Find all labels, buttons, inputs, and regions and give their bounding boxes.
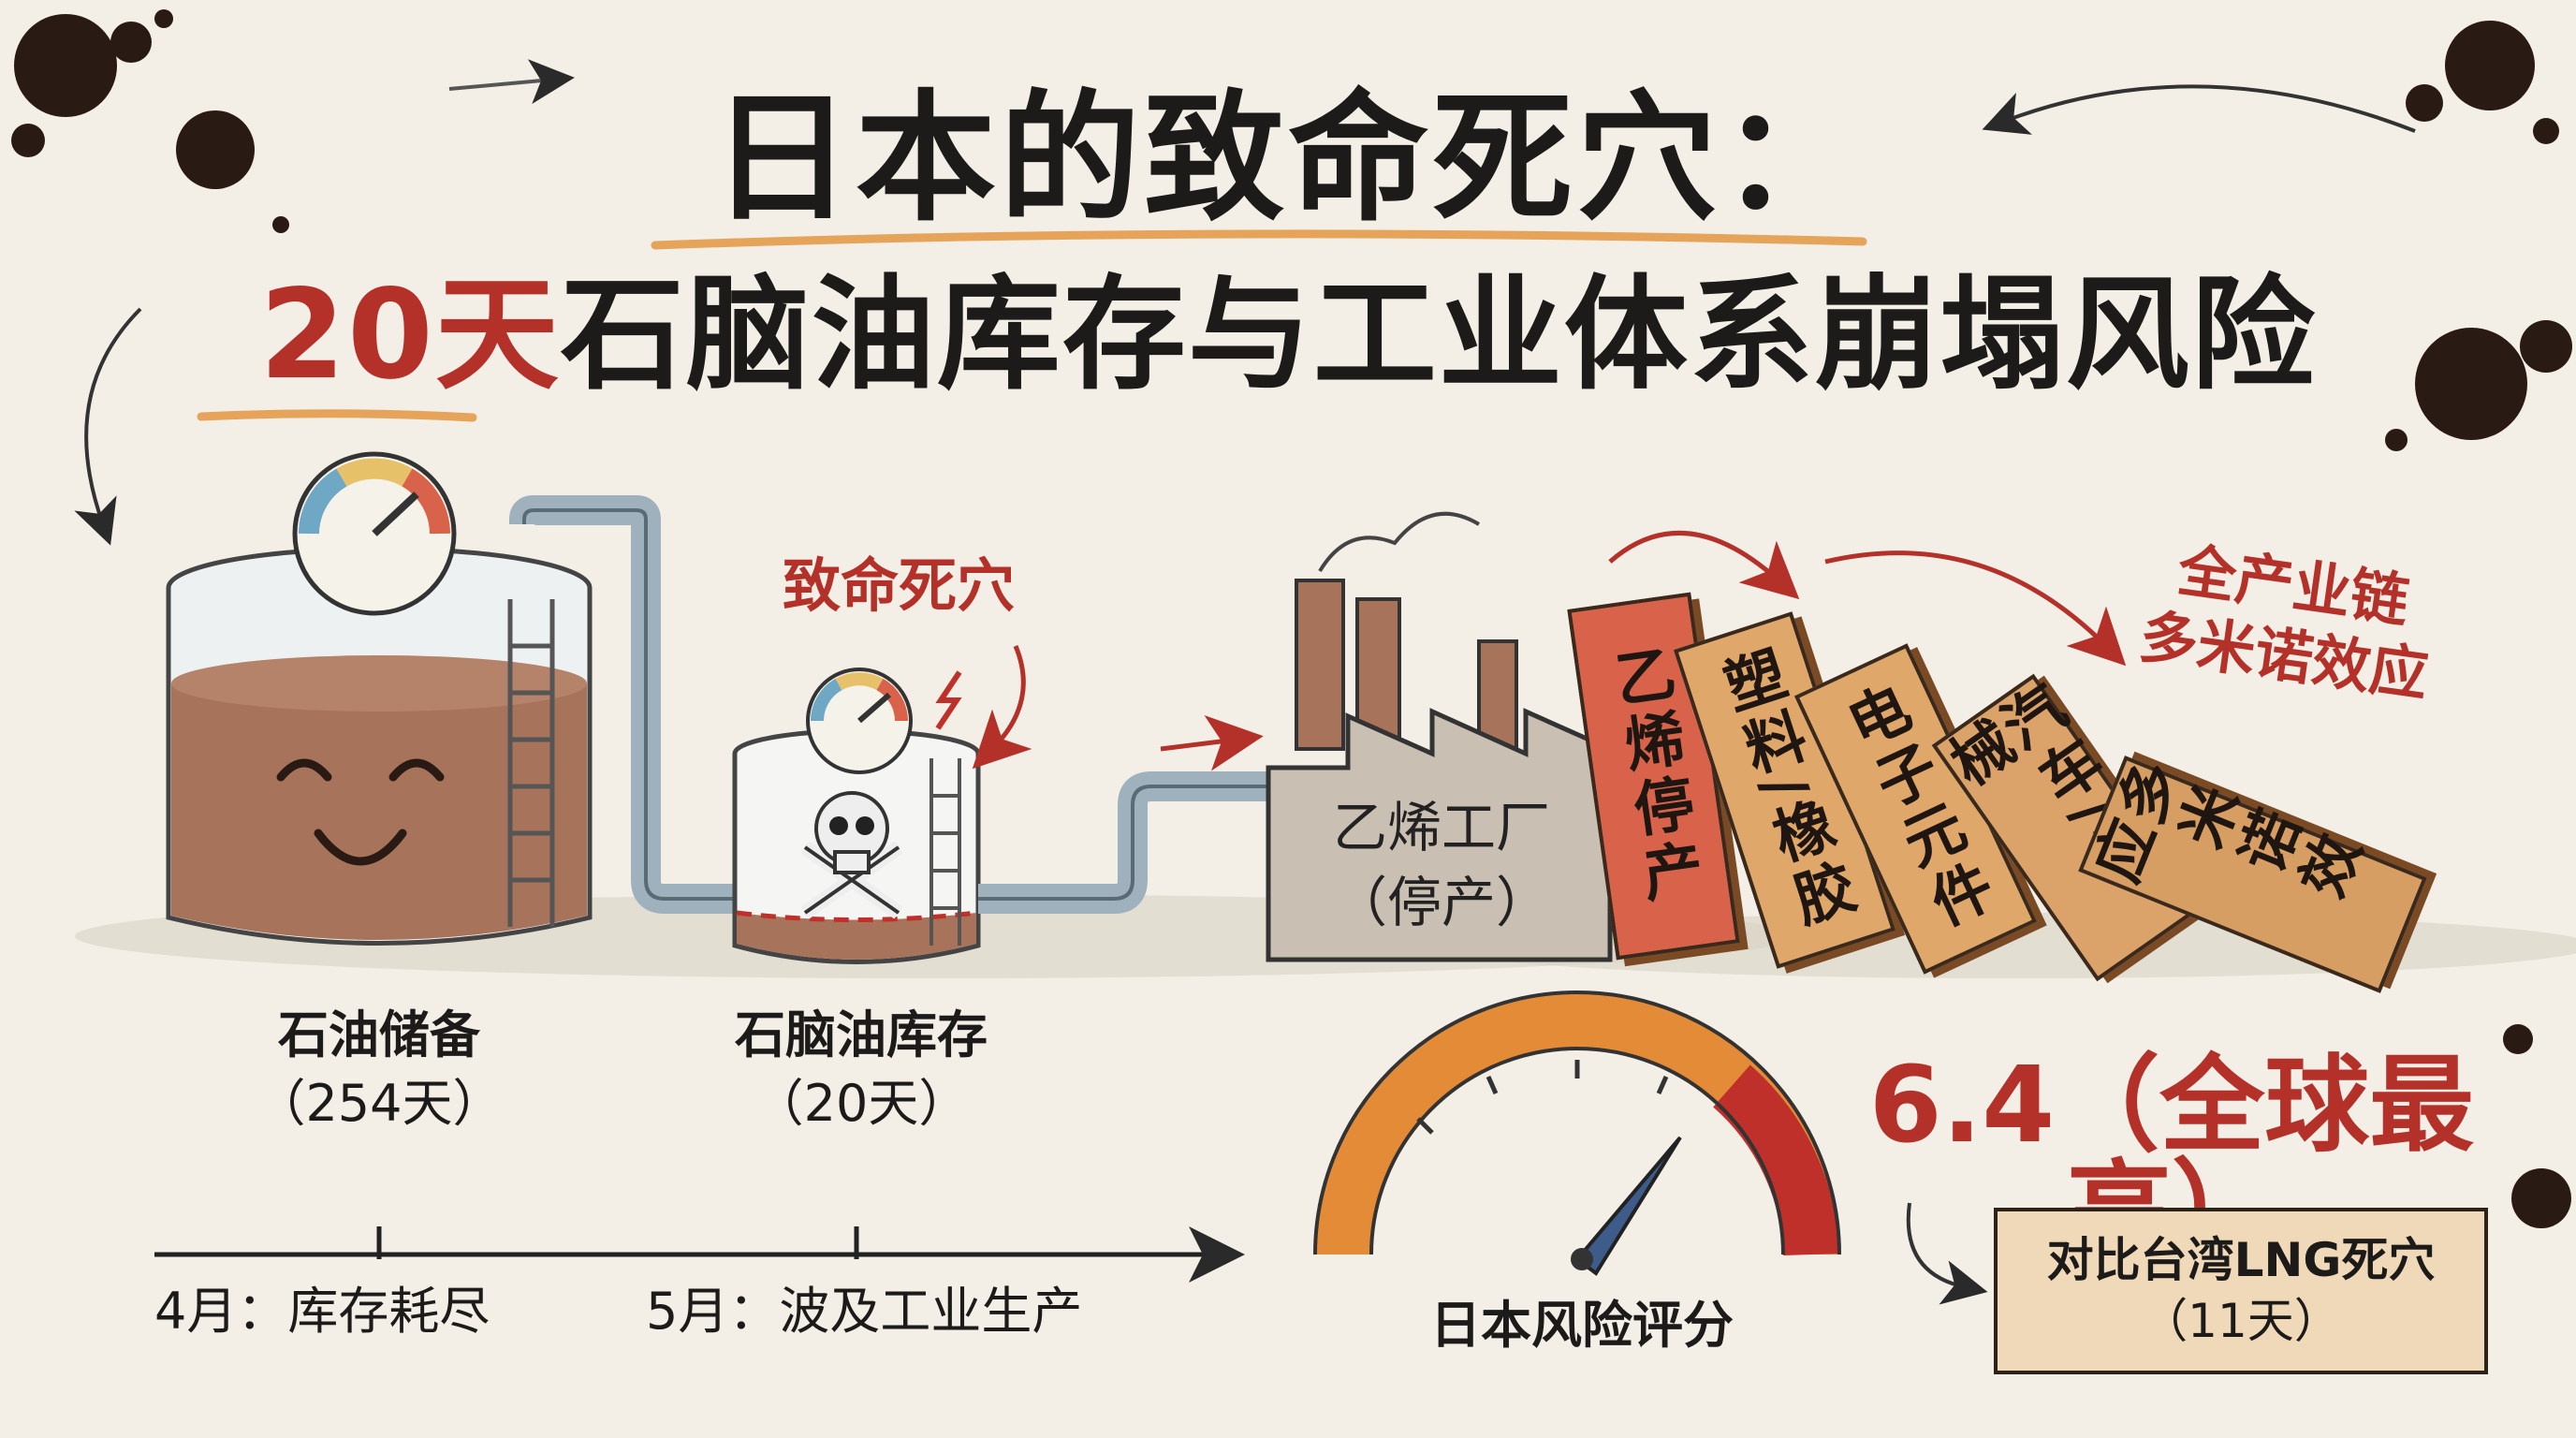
ethylene-factory <box>1266 511 1613 962</box>
domino-arrow-2 <box>1824 550 2127 667</box>
naphtha-stock-label: 石脑油库存 <box>735 1005 988 1064</box>
oil-reserve-label: 石油储备 <box>278 1005 480 1064</box>
subtitle-highlight-days: 20天 <box>259 263 561 407</box>
oil-reserve-days: （254天） <box>255 1074 504 1133</box>
domino-arrow-1 <box>1608 531 1800 600</box>
sketch-arrow-top-right <box>1982 84 2416 135</box>
taiwan-comparison-box: 对比台湾LNG死穴 （11天） <box>1994 1208 2488 1374</box>
risk-score-gauge <box>1313 990 1841 1276</box>
page-title: 日本的致命死穴： <box>710 78 1865 241</box>
skull-crossbones-icon <box>800 791 903 919</box>
pipe-oil-to-naphtha <box>509 495 739 914</box>
taiwan-comparison-title: 对比台湾LNG死穴 <box>2046 1233 2436 1287</box>
ink-splatter-bottom-right <box>2503 1024 2571 1228</box>
page-subtitle: 20天石脑油库存与工业体系崩塌风险 <box>0 273 2576 397</box>
sketch-arrow-left-curve <box>74 307 142 546</box>
risk-score-caption: 日本风险评分 <box>1430 1296 1734 1355</box>
lightning-icon <box>935 670 962 730</box>
fatal-note-arrow <box>972 645 1032 770</box>
title-underline <box>651 229 1867 250</box>
factory-status: （停产） <box>1332 871 1550 934</box>
score-arrow <box>1906 1202 1988 1305</box>
ink-splatter-top-left <box>11 9 289 233</box>
taiwan-comparison-days: （11天） <box>2141 1294 2341 1348</box>
naphtha-stock-days: （20天） <box>753 1074 970 1133</box>
timeline-april: 4月：库存耗尽 <box>154 1282 490 1341</box>
subtitle-rest: 石脑油库存与工业体系崩塌风险 <box>560 263 2317 407</box>
flow-arrow-to-factory <box>1160 714 1264 771</box>
ink-splatter-top-right <box>2385 21 2572 451</box>
factory-name: 乙烯工厂 <box>1332 796 1550 859</box>
subtitle-underline <box>197 409 477 422</box>
pipe-naphtha-to-factory <box>978 771 1273 914</box>
oil-tank-gauge-icon <box>292 451 457 616</box>
oil-reserve-tank <box>166 546 593 946</box>
naphtha-gauge-icon <box>806 668 913 774</box>
timeline-may: 5月：波及工业生产 <box>646 1282 1083 1341</box>
sketch-arrow-top-left <box>448 59 575 105</box>
fatal-point-note: 致命死穴 <box>782 551 1015 620</box>
